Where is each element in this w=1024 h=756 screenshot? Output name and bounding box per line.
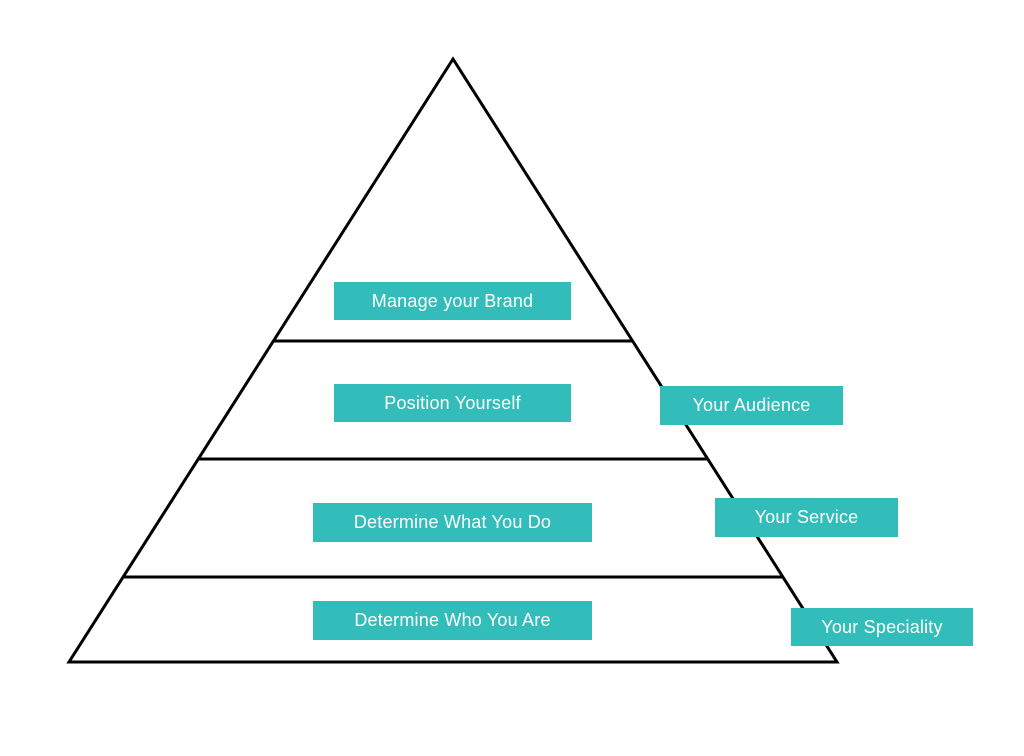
pyramid-outline xyxy=(66,56,840,664)
level-label-manage-brand: Manage your Brand xyxy=(334,282,571,320)
level-label-who-you-are: Determine Who You Are xyxy=(313,601,592,640)
side-label-audience: Your Audience xyxy=(660,386,843,425)
side-label-service: Your Service xyxy=(715,498,898,537)
side-label-speciality: Your Speciality xyxy=(791,608,973,646)
level-label-what-you-do: Determine What You Do xyxy=(313,503,592,542)
level-label-position-yourself: Position Yourself xyxy=(334,384,571,422)
